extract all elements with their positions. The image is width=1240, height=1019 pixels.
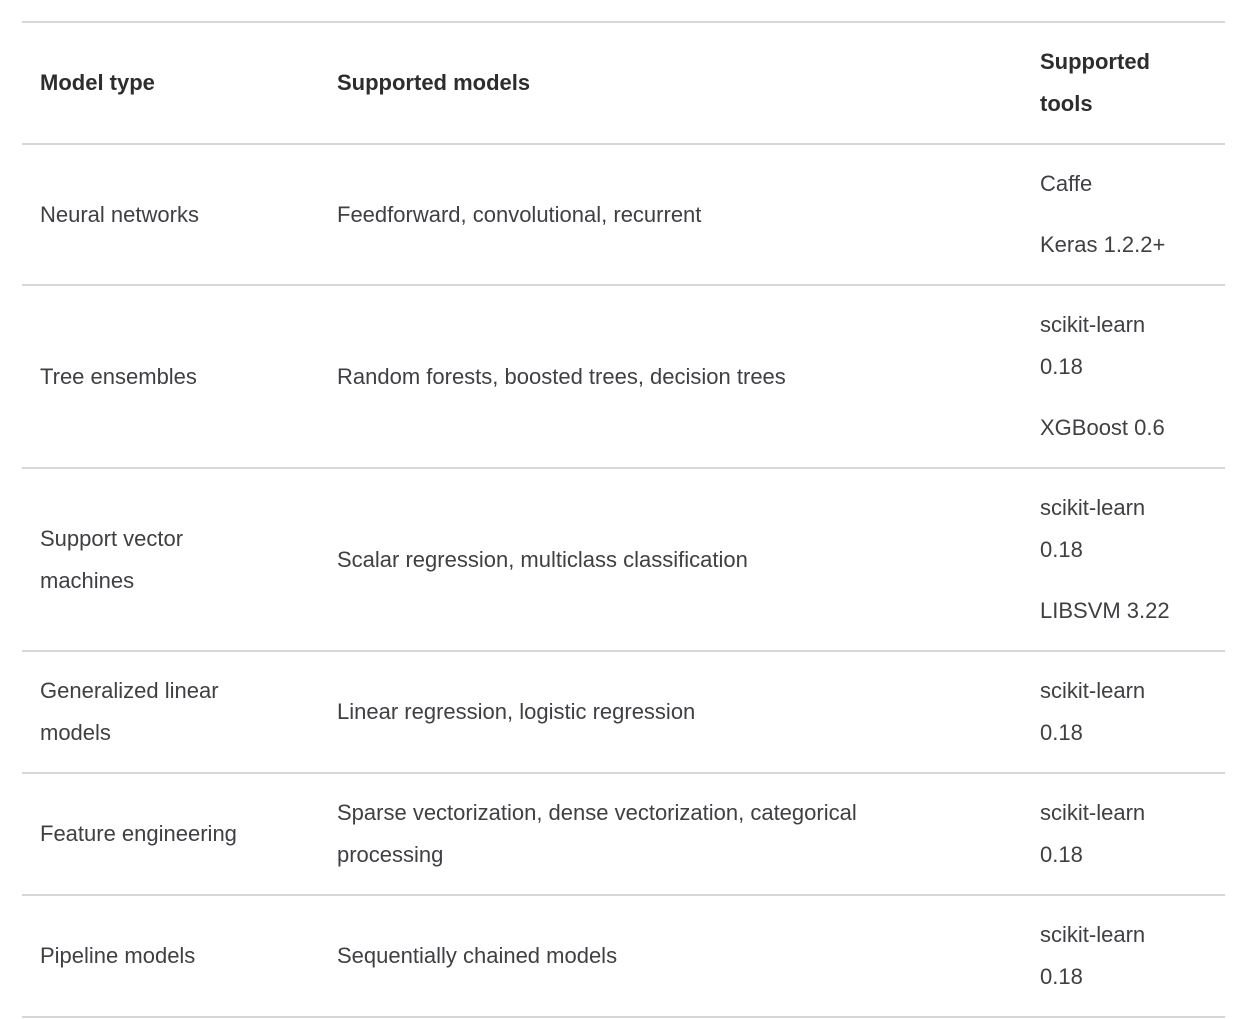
cell-supported-tools: scikit-learn 0.18 [1040,772,1225,895]
tool-entry: LIBSVM 3.22 [1040,598,1170,623]
supported-models-table: Model type Supported models Supported to… [22,21,1225,1018]
header-model-type: Model type [22,21,337,144]
cell-model-type: Tree ensembles [22,284,337,468]
table-row: Neural networks Feedforward, convolutiona… [22,143,1225,285]
header-supported-tools: Supported tools [1040,21,1225,144]
supported-models-text: Sequentially chained models [337,943,618,968]
table-row: Generalized linear models Linear regressi… [22,650,1225,773]
cell-supported-models: Linear regression, logistic regression [337,650,1040,773]
cell-model-type: Pipeline models [22,894,337,1018]
supported-models-text: Random forests, boosted trees, decision … [337,363,786,389]
tool-entry: scikit-learn 0.18 [1040,312,1146,379]
cell-supported-models: Feedforward, convolutional, recurrent [337,143,1040,285]
table-row: Feature engineering Sparse vectorization,… [22,772,1225,895]
model-type-text: Neural networks [40,201,199,227]
model-type-text: Pipeline models [40,943,196,968]
tool-entry: scikit-learn 0.18 [1040,922,1146,989]
table-row: Tree ensembles Random forests, boosted tr… [22,284,1225,468]
cell-supported-models: Scalar regression, multiclass classifica… [337,467,1040,651]
cell-supported-models: Sequentially chained models [337,894,1040,1018]
supported-models-text: Sparse vectorization, dense vectorizatio… [337,800,857,867]
model-type-text: Feature engineering [40,821,237,846]
table-body: Neural networks Feedforward, convolutiona… [22,143,1225,1018]
supported-models-text: Linear regression, logistic regression [337,699,696,724]
cell-model-type: Support vector machines [22,467,337,651]
cell-model-type: Feature engineering [22,772,337,895]
table-header: Model type Supported models Supported to… [22,21,1225,144]
supported-models-table-container: Model type Supported models Supported to… [22,21,1225,1018]
tool-entry: scikit-learn 0.18 [1040,495,1146,562]
tool-entry: Caffe [1040,171,1093,196]
model-type-text: Tree ensembles [40,363,197,389]
cell-model-type: Neural networks [22,143,337,285]
cell-supported-models: Random forests, boosted trees, decision … [337,284,1040,468]
header-supported-models: Supported models [337,21,1040,144]
supported-models-text: Feedforward, convolutional, recurrent [337,201,702,227]
supported-models-text: Scalar regression, multiclass classifica… [337,546,748,572]
tool-entry: scikit-learn 0.18 [1040,800,1146,867]
tool-entry: XGBoost 0.6 [1040,415,1165,440]
model-type-text: Support vector machines [40,525,184,593]
tool-entry: scikit-learn 0.18 [1040,678,1146,745]
tool-entry: Keras 1.2.2+ [1040,232,1166,257]
cell-model-type: Generalized linear models [22,650,337,773]
cell-supported-tools: scikit-learn 0.18 [1040,894,1225,1018]
header-row: Model type Supported models Supported to… [22,21,1225,144]
cell-supported-tools: scikit-learn 0.18 [1040,650,1225,773]
table-row: Support vector machines Scalar regression… [22,467,1225,651]
cell-supported-models: Sparse vectorization, dense vectorizatio… [337,772,1040,895]
model-type-text: Generalized linear models [40,678,219,745]
table-row: Pipeline models Sequentially chained mode… [22,894,1225,1018]
